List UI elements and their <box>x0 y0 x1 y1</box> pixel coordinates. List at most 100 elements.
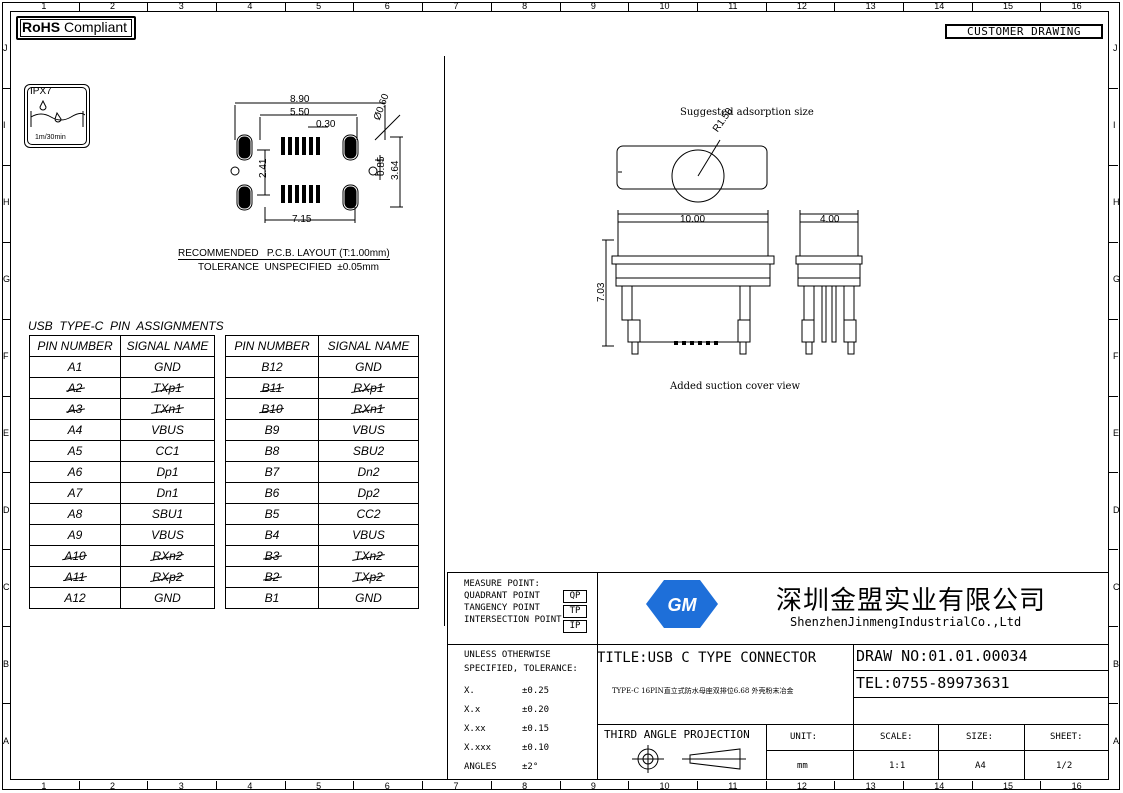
zone-column-label: 11 <box>728 781 738 791</box>
zone-column-label: 15 <box>1002 1 1013 11</box>
tolerance-key: X. <box>464 686 475 696</box>
zone-column-label: 10 <box>659 781 670 791</box>
zone-row-label: D <box>3 504 10 515</box>
signal-name: CC1 <box>155 444 180 458</box>
signal-name: TXp2 <box>354 570 383 584</box>
pin-row: B11 RXp1 <box>225 377 419 399</box>
dim-364: 3.64 <box>390 160 401 180</box>
zone-column-label: 7 <box>453 781 459 791</box>
cover-caption: Added suction cover view <box>670 381 801 392</box>
company-cn: 深圳金盟实业有限公司 <box>776 586 1047 616</box>
signal-name: RXp1 <box>353 381 384 395</box>
ipx-badge: IPX7 1m/30min <box>24 84 90 148</box>
quadrant-point: QUADRANT POINT <box>464 591 540 601</box>
zone-row-label: I <box>1113 120 1116 131</box>
tolerance-row: X.x±0.20 <box>464 701 549 720</box>
pin-number: B10 <box>261 402 283 416</box>
tolerance-value: ±0.10 <box>522 743 550 753</box>
pcb-tolerance: TOLERANCE UNSPECIFIED ±0.05mm <box>198 262 379 273</box>
tolerance-row: ANGLES±2° <box>464 758 549 777</box>
zone-column-label: 2 <box>110 1 116 11</box>
pin-number: A6 <box>67 465 83 479</box>
dim-241: 2.41 <box>258 158 269 178</box>
pin-number: B1 <box>264 591 280 605</box>
unit-value: mm <box>797 761 808 771</box>
zone-column-label: 16 <box>1071 781 1082 791</box>
unit-label: UNIT: <box>790 732 818 742</box>
zone-column-label: 7 <box>453 1 459 11</box>
drawing-subtitle: TYPE-C 16PIN直立式防水母座双排位6.68 外壳粉末冶金 <box>612 687 794 695</box>
zone-row-label: F <box>3 351 9 362</box>
tel: TEL:0755-89973631 <box>856 674 1010 692</box>
scale-value: 1:1 <box>889 761 906 771</box>
water-drop-icon <box>30 99 85 127</box>
zone-column-label: 10 <box>659 1 670 11</box>
signal-name: SBU1 <box>151 507 184 521</box>
zone-row-label: A <box>3 735 10 746</box>
tolerance-value: ±0.15 <box>522 724 550 734</box>
dim-1000: 10.00 <box>680 214 706 225</box>
zone-row-label: I <box>3 120 6 131</box>
size-label: SIZE: <box>966 732 994 742</box>
size-value: A4 <box>975 761 986 771</box>
zone-column-label: 12 <box>796 1 807 11</box>
pin-number: B11 <box>261 381 283 395</box>
pin-number: A4 <box>67 423 83 437</box>
projection-symbol-icon <box>632 745 746 773</box>
zone-row-label: H <box>1113 197 1120 208</box>
dim-030: 0.30 <box>316 119 336 130</box>
dim-890: 8.90 <box>290 94 310 105</box>
tp-code: TP <box>563 605 587 618</box>
signal-name: TXn2 <box>354 549 383 563</box>
pin-number: A5 <box>67 444 83 458</box>
rohs-badge: RoHS Compliant <box>16 16 136 40</box>
signal-name: GND <box>154 591 181 605</box>
zone-row-label: B <box>3 658 10 669</box>
zone-row-label: C <box>3 581 10 592</box>
svg-text:GM: GM <box>668 595 698 615</box>
zone-row-label: D <box>1113 504 1120 515</box>
zone-column-label: 8 <box>522 781 528 791</box>
signal-name: RXn2 <box>152 549 183 563</box>
drawing-title: TITLE:USB C TYPE CONNECTOR <box>597 650 817 666</box>
zone-row-label: F <box>1113 351 1119 362</box>
company-logo: GM <box>646 580 718 628</box>
signal-name: TXp1 <box>153 381 182 395</box>
tolerance-row: X.xx±0.15 <box>464 720 549 739</box>
rohs-bold: RoHS <box>22 19 61 35</box>
measure-points: MEASURE POINT: QUADRANT POINT TANGENCY P… <box>464 578 562 626</box>
rohs-rest: Compliant <box>64 19 128 35</box>
zone-column-label: 13 <box>865 1 876 11</box>
ip-code: IP <box>563 620 587 633</box>
zone-column-label: 14 <box>934 781 945 791</box>
pin-row: A12 GND <box>29 587 215 609</box>
sheet-divider <box>444 56 445 626</box>
pin-number: A1 <box>67 360 83 374</box>
pin-number: B7 <box>264 465 280 479</box>
signal-header: SIGNAL NAME <box>120 335 215 357</box>
tolerance-key: ANGLES <box>464 762 497 772</box>
pin-number: B5 <box>264 507 280 521</box>
pin-number: B3 <box>264 549 280 563</box>
pin-header: PIN NUMBER <box>225 335 319 357</box>
zone-column-label: 4 <box>247 1 253 11</box>
zone-column-label: 9 <box>590 781 596 791</box>
pin-number: A12 <box>64 591 86 605</box>
projection-label: THIRD ANGLE PROJECTION <box>604 728 750 741</box>
pin-table-title: USB TYPE-C PIN ASSIGNMENTS <box>28 319 224 333</box>
zone-row-label: G <box>3 274 11 285</box>
signal-name: VBUS <box>151 528 184 542</box>
